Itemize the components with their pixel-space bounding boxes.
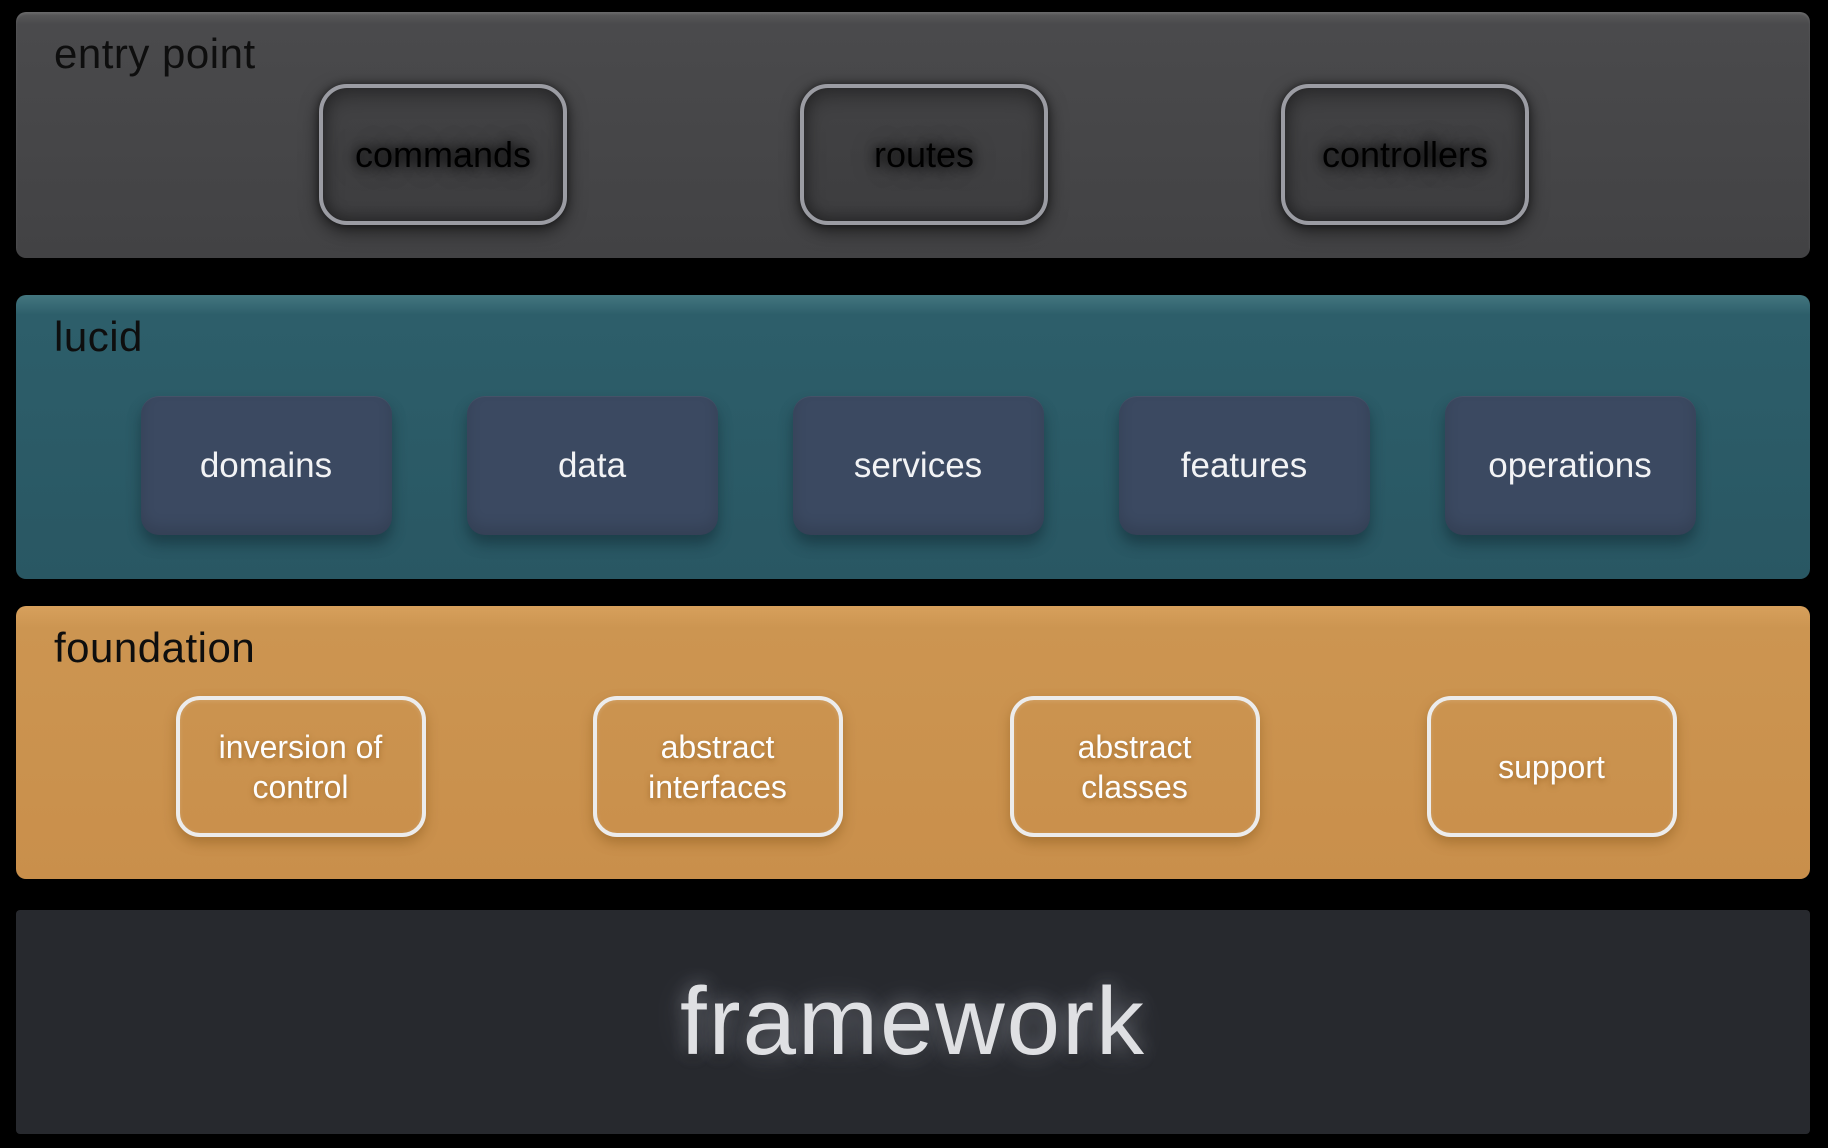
foundation-nodes-row: inversion of control abstract interfaces… [29, 696, 1823, 837]
layer-entry-point-label: entry point [54, 30, 256, 77]
node-abstract-interfaces: abstract interfaces [592, 696, 843, 837]
node-domains-label: domains [199, 445, 333, 485]
layer-entry-point: entry point commands routes controllers [16, 12, 1810, 258]
layer-foundation: foundation inversion of control abstract… [16, 606, 1810, 879]
node-services-label: services [853, 445, 983, 485]
node-inversion-of-control-label: inversion of control [218, 728, 383, 805]
node-abstract-interfaces-label: abstract interfaces [648, 728, 787, 805]
node-abstract-classes: abstract classes [1009, 696, 1260, 837]
entry-point-nodes-row: commands routes controllers [27, 84, 1821, 225]
node-commands: commands [319, 84, 567, 225]
node-routes-label: routes [873, 133, 975, 175]
node-commands-label: commands [354, 133, 532, 175]
node-services: services [792, 396, 1044, 535]
layer-framework-label: framework [679, 968, 1147, 1075]
node-controllers: controllers [1281, 84, 1529, 225]
node-controllers-label: controllers [1321, 133, 1489, 175]
node-data: data [466, 396, 718, 535]
node-support-label: support [1498, 748, 1605, 785]
node-domains: domains [140, 396, 392, 535]
node-features: features [1118, 396, 1370, 535]
layer-lucid: lucid domains data services features ope… [16, 295, 1810, 579]
node-inversion-of-control: inversion of control [175, 696, 426, 837]
node-data-label: data [557, 445, 627, 485]
layer-lucid-label: lucid [54, 313, 143, 360]
node-support: support [1426, 696, 1677, 837]
node-routes: routes [800, 84, 1048, 225]
node-operations: operations [1444, 396, 1696, 535]
node-operations-label: operations [1488, 445, 1652, 485]
node-features-label: features [1180, 445, 1308, 485]
lucid-nodes-row: domains data services features operation… [21, 396, 1815, 535]
layer-foundation-label: foundation [54, 624, 256, 671]
node-abstract-classes-label: abstract classes [1077, 728, 1192, 805]
layer-framework: framework [16, 910, 1810, 1134]
